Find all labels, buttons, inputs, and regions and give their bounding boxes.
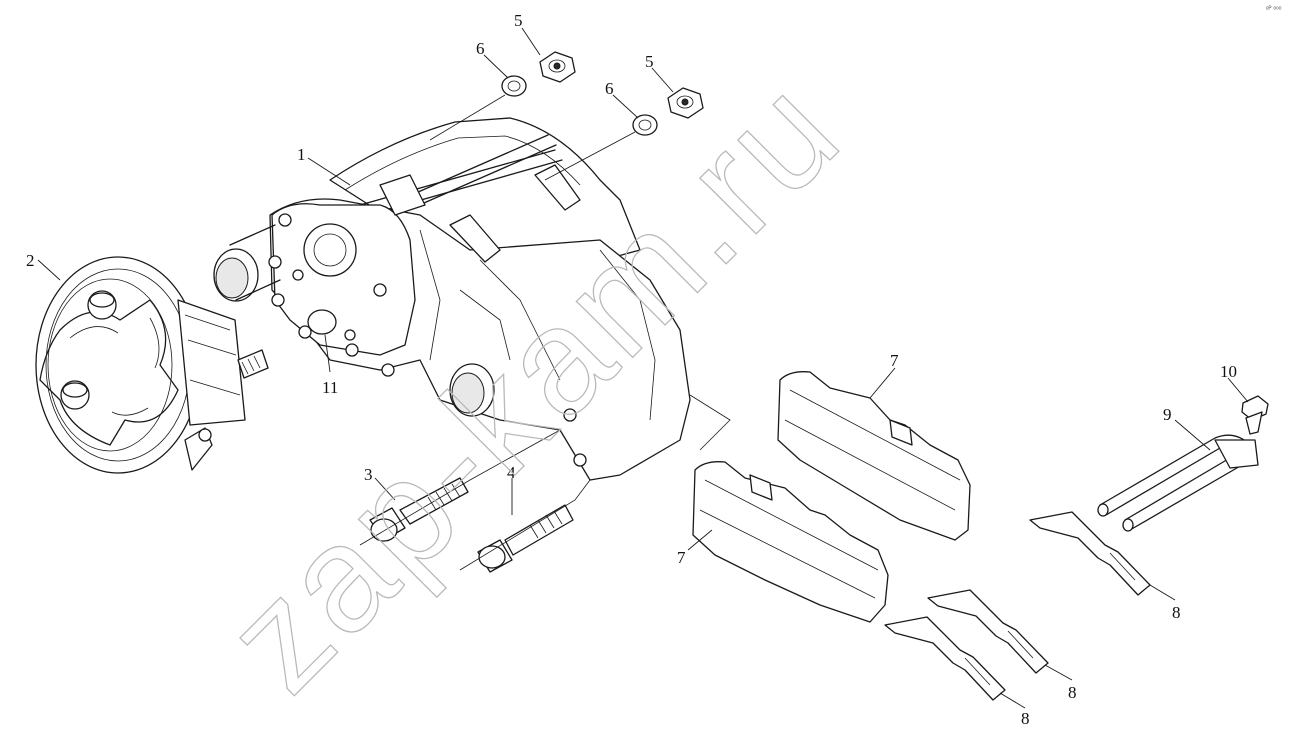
callout-10: 10: [1220, 362, 1237, 381]
callout-6-upper: 6: [476, 39, 485, 58]
bolt-4: [477, 504, 574, 573]
corner-mark: ᵉᴾ ᵒᵒᵒ: [1266, 6, 1282, 13]
caliper-housing: [213, 117, 691, 481]
callout-5-upper: 5: [514, 11, 523, 30]
callout-8-right: 8: [1172, 603, 1181, 622]
callout-5-lower: 5: [645, 52, 654, 71]
callout-7-upper: 7: [890, 351, 899, 370]
callout-7-lower: 7: [677, 548, 686, 567]
leader-lines: [37, 27, 1249, 709]
nut-upper: [539, 51, 576, 83]
brake-chamber: [35, 256, 246, 474]
brake-pad-lower: [692, 461, 889, 623]
pad-spring-right: [1029, 511, 1151, 596]
callout-8-mid: 8: [1068, 683, 1077, 702]
washer-upper: [501, 75, 527, 97]
retaining-bracket: [1097, 434, 1259, 532]
callout-11: 11: [322, 378, 338, 397]
washer-lower: [632, 114, 658, 136]
callout-8-lower: 8: [1021, 709, 1030, 728]
callout-2: 2: [26, 251, 35, 270]
callout-9: 9: [1163, 405, 1172, 424]
brake-pad-upper: [777, 371, 971, 541]
callout-3: 3: [364, 465, 373, 484]
callout-4: 4: [507, 463, 516, 482]
pad-spring-mid: [927, 589, 1049, 674]
bracket-bolt: [1241, 395, 1269, 435]
pad-spring-lower: [884, 616, 1006, 701]
nut-lower: [667, 87, 704, 119]
callout-1: 1: [297, 145, 306, 164]
chamber-stud: [237, 349, 269, 379]
callout-6-lower: 6: [605, 79, 614, 98]
callout-labels: 1 2 3 4 5 5 6 6 7 7 8 8 8 9 10 11: [26, 11, 1237, 728]
